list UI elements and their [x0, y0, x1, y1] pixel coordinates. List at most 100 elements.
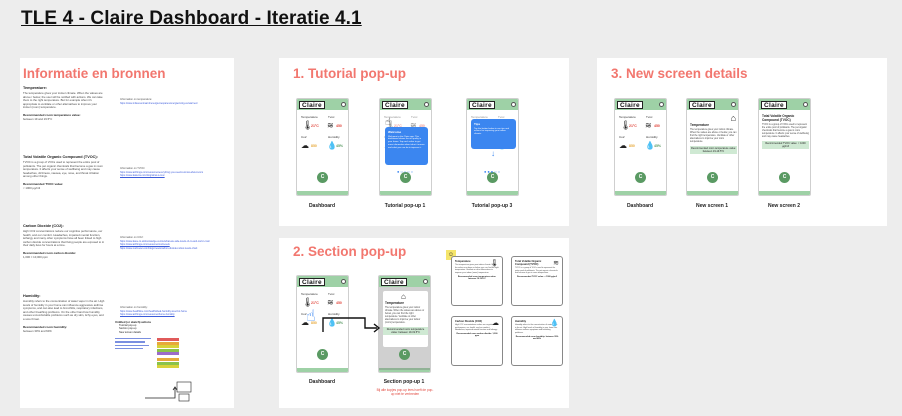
source-link[interactable]: https://www.airthings.com/resources/co2-… — [120, 243, 170, 247]
profile-icon[interactable] — [511, 102, 516, 107]
thermometer-icon[interactable]: 🌡 — [302, 297, 314, 307]
profile-icon[interactable] — [423, 279, 428, 284]
page-title: TLE 4 - Claire Dashboard - Iteratie 4.1 — [21, 8, 362, 29]
pagination-dots[interactable]: ●●●○○ — [483, 169, 502, 174]
thermometer-icon: 🌡 — [490, 260, 499, 267]
wind-icon[interactable]: ≋ — [327, 121, 334, 130]
droplet-icon[interactable]: 💧 — [645, 141, 655, 150]
claire-action-button[interactable]: C — [400, 172, 411, 183]
profile-icon[interactable] — [731, 102, 736, 107]
claire-action-button[interactable]: C — [707, 172, 718, 183]
popup-heading: Temperature — [385, 301, 405, 305]
claire-action-button[interactable]: C — [635, 172, 646, 183]
pagination-dots[interactable]: ●○○○○ — [396, 169, 415, 174]
wind-icon[interactable]: ≋ — [645, 121, 652, 130]
source-label: Information on TVOC: — [120, 167, 146, 170]
source-label: Information on temperature: — [120, 98, 153, 101]
caption-new-screen-1: New screen 1 — [696, 203, 728, 209]
profile-icon[interactable] — [659, 102, 664, 107]
humidity-label: Humidity — [328, 135, 340, 139]
co2-label: Co2 — [301, 135, 307, 139]
claire-logo: Claire — [381, 277, 407, 286]
app-header: Claire — [379, 276, 430, 287]
caption-tutorial-1: Tutorial pop-up 1 — [384, 203, 426, 209]
legend-arrows — [145, 381, 192, 402]
app-footer — [467, 191, 518, 195]
cloud-icon[interactable]: ☁ — [301, 318, 309, 327]
tutorial-popup[interactable]: Tips Tap the button below to see tips an… — [471, 119, 516, 149]
claire-action-button[interactable]: C — [487, 172, 498, 183]
popup-recommended: Recommended room temperature value: betw… — [383, 327, 428, 335]
info-section-text: The temperature gives your indoor climat… — [23, 91, 103, 110]
cloud-icon[interactable]: ☁ — [619, 141, 627, 150]
phone-mockup: Claire Temperature Tvoc 🌡 21°C ≋ 450 Co2… — [614, 98, 667, 196]
caption-tutorial-3: Tutorial pop-up 3 — [471, 203, 513, 209]
info-recommended-value: between 19 and 19.5°C — [23, 116, 53, 121]
source-link[interactable]: https://www.healthline.com/health/ideal-… — [120, 310, 187, 313]
info-sources: Information on TVOC:https://www.airthing… — [120, 167, 210, 178]
popup-heading: Tips — [474, 122, 481, 126]
app-header: Claire — [380, 99, 431, 110]
app-footer — [615, 191, 666, 195]
legend-links — [115, 338, 195, 349]
detail-screen: ⌂ Temperature The temperature gives your… — [690, 113, 737, 173]
section-popup-card[interactable]: ☁Carbon Dioxide (CO2)High CO2 concentrat… — [451, 316, 503, 366]
info-sources: Information on temperature:https://www.m… — [120, 98, 210, 105]
claire-action-button[interactable]: C — [317, 349, 328, 360]
popup-text: The temperature gives your indoor climat… — [385, 307, 425, 324]
profile-icon[interactable] — [424, 102, 429, 107]
sticky-note: ☺ — [446, 250, 456, 260]
tvoc-value: 450 — [654, 124, 660, 128]
profile-icon[interactable] — [803, 102, 808, 107]
section-popup-card[interactable]: ≋Total Volatile Organic Compound (TVOC)T… — [511, 256, 563, 306]
claire-logo: Claire — [617, 100, 643, 109]
claire-action-button[interactable]: C — [317, 172, 328, 183]
app-header: Claire — [297, 99, 348, 110]
wind-icon[interactable]: ≋ — [410, 121, 417, 130]
tvoc-value: 450 — [419, 124, 425, 128]
thermometer-icon[interactable]: 🌡 — [385, 120, 397, 130]
wind-icon[interactable]: ≋ — [327, 298, 334, 307]
info-board: Informatie en bronnen Temperature:The te… — [20, 58, 234, 408]
source-link[interactable]: https://www.kaiterra.com/blog/what-is-tv… — [120, 174, 165, 178]
droplet-icon[interactable]: 💧 — [327, 141, 337, 150]
flow-arrow — [322, 317, 381, 333]
popup-text: Tap the button below to see tips and act… — [474, 127, 510, 136]
card-text: The temperature gives your indoor climat… — [455, 264, 499, 274]
droplet-icon[interactable]: 💧 — [327, 318, 337, 327]
info-sources: Information on CO2:https://www.kane.co.u… — [120, 236, 210, 250]
phone-mockup: Claire ⌂ Temperature The temperature giv… — [686, 98, 739, 196]
card-recommended: Recommended TVOC value: < 1000 µg/m3 — [517, 276, 557, 278]
source-link[interactable]: https://www.co2meter.com/blogs/news/carb… — [120, 246, 198, 250]
card-recommended: Recommended room carbon dioxide: 1,000 p… — [456, 333, 498, 337]
source-link[interactable]: https://www.airthings.com/resources/home… — [120, 313, 175, 317]
legend-diagram: Untitled (or sketch) actions Tutorial po… — [115, 320, 195, 402]
temperature-value: 21°C — [311, 124, 319, 128]
section-popup[interactable]: ⌂ Temperature The temperature gives your… — [383, 291, 428, 347]
source-link[interactable]: https://www.airthings.com/resources/ever… — [120, 171, 204, 174]
info-section-text: TVOC is a group of VOCs used to represen… — [23, 160, 104, 179]
info-recommended-value: between 30% and 60% — [23, 328, 52, 333]
claire-action-button[interactable]: C — [779, 172, 790, 183]
caption-dashboard: Dashboard — [626, 203, 654, 209]
tvoc-label: Tvoc — [328, 292, 335, 296]
thermometer-icon[interactable]: 🌡 — [302, 120, 314, 130]
app-header: Claire — [467, 99, 518, 110]
humidity-label: Humidity — [328, 312, 340, 316]
info-recommended-value: < 1000 µg/m3 — [23, 185, 41, 190]
claire-action-button[interactable]: C — [399, 349, 410, 360]
profile-icon[interactable] — [341, 279, 346, 284]
tvoc-value: 450 — [336, 301, 342, 305]
profile-icon[interactable] — [341, 102, 346, 107]
tutorial-popup[interactable]: Welcome Welcome to the Claire app. This … — [385, 127, 428, 165]
thermometer-icon[interactable]: 🌡 — [620, 120, 632, 130]
cloud-icon[interactable]: ☁ — [301, 141, 309, 150]
tutorial-board: 1. Tutorial pop-up Claire Temperature Tv… — [279, 58, 569, 226]
source-link[interactable]: https://www.milieucentraal.nl/energie-be… — [120, 102, 198, 105]
source-link[interactable]: https://www.kane.co.uk/knowledge-centre/… — [120, 240, 210, 243]
down-arrow-icon: ↓ — [491, 149, 495, 158]
phone-mockup: Claire Temperature Tvoc 🌡 21°C ≋ 450 Co2… — [466, 98, 519, 196]
info-section: Humidity:Humidity refers to the concentr… — [23, 294, 105, 333]
